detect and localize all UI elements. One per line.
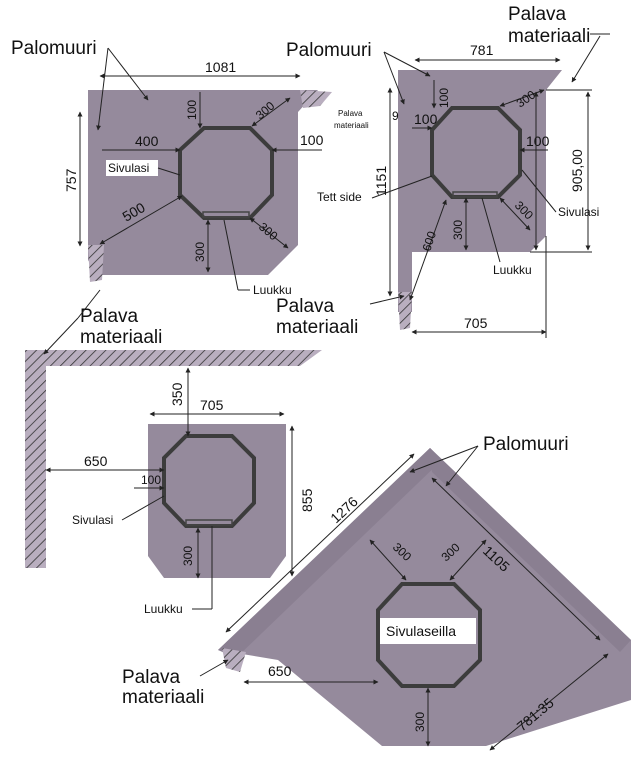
palava-leader-3-ext [77,289,101,319]
dim-1151: 1151 [373,166,389,196]
palava-leader-3 [43,317,79,355]
palava-leader-mid [369,294,405,305]
dim-100c-2: 100 [526,133,550,149]
dim-300-3: 300 [181,546,195,566]
dim-400: 400 [135,133,159,149]
dim-300b: 300 [193,242,207,262]
materiaali-label-top-right: materiaali [508,26,590,47]
dim-300c-4: 300 [413,712,427,732]
luukku-label-2: Luukku [493,263,532,277]
tett-side-leader [371,175,433,199]
dim-100-3: 100 [141,473,161,487]
palava-label-3: Palava [80,306,139,327]
dim-100b-2: 100 [414,111,438,127]
palava-materiaali-small-1a: Palava [338,109,363,118]
door-2 [452,191,498,198]
dim-650: 650 [84,453,108,469]
dim-781: 781 [470,42,494,58]
dim-line-1276 [225,453,415,633]
dim-1081: 1081 [205,59,236,75]
palomuuri-leader-2b [383,51,405,105]
luukku-label-3: Luukku [144,602,183,616]
sivulasi-leader-2 [521,169,557,213]
dim-905: 905,00 [569,149,585,192]
dim-757: 757 [63,168,79,192]
dim-line-300a-4 [369,539,407,581]
sivulasi-label-2: Sivulasi [558,205,599,219]
dim-600: 600 [420,229,440,253]
wall-strip-2 [398,70,412,312]
palava-label-4: Palava [122,667,181,688]
diagram-corner-1: 1081 757 400 100 300 100 500 300 300 Siv… [63,59,369,297]
dim-100b: 100 [300,132,324,148]
palava-leader-top-right [571,35,601,83]
hatched-wall-3-top [25,350,322,370]
diagram-wall-3: 350 705 650 100 855 300 Sivulasi Luukku [25,350,322,616]
sivulasi-label-3: Sivulasi [72,513,113,527]
sivulasi-leader-1 [157,167,181,176]
diagram-corner-2: 781 1151 9 100 100 300 100 905,00 300 30… [317,42,599,338]
palava-label-mid: Palava [276,296,335,317]
palomuuri-leader-4b [445,445,479,487]
palomuuri-label-2: Palomuuri [286,40,372,61]
dim-line-300c [249,217,289,249]
dim-100a: 100 [185,100,199,120]
sivulasi-label-1: Sivulasi [108,161,149,175]
sivulasi-label-bg-1 [106,160,158,176]
palomuuri-leader-1b [96,47,109,131]
luukku-leader-2 [481,197,501,263]
dim-855: 855 [299,488,315,512]
palomuuri-label-1: Palomuuri [11,38,97,59]
dim-650-4: 650 [268,663,292,679]
dim-line-600 [409,199,447,301]
dim-line-1105 [431,477,601,641]
materiaali-label-mid: materiaali [276,317,358,338]
sivulaseilla-label: Sivulaseilla [386,623,456,639]
materiaali-label-4: materiaali [122,687,204,708]
tett-side-label: Tett side [317,190,362,204]
hatched-wall-1 [88,245,104,282]
dim-line-500 [99,195,183,245]
dim-line-300a [251,97,291,127]
palava-materiaali-small-1b: materiaali [334,121,369,130]
palomuuri-leader-4a [409,445,479,473]
sivulasi-leader-3 [121,495,165,521]
dim-line-300c-2 [499,197,531,231]
materiaali-label-3: materiaali [80,327,162,348]
luukku-label-1: Luukku [253,283,292,297]
palava-leader-4 [199,659,229,677]
floor-plate-2 [398,70,562,252]
dim-705-2: 705 [464,315,488,331]
dim-705-3: 705 [200,397,224,413]
floor-plate-3 [148,424,286,578]
diagram-corner-4: Sivulaseilla 1276 300 300 1105 650 300 7… [218,448,631,751]
palomuuri-leader-1a [107,47,149,101]
hatched-wall-2 [398,292,412,330]
dim-350: 350 [169,382,185,406]
hatched-wall-1b [300,90,332,108]
luukku-leader-1b [223,219,239,291]
dim-9: 9 [392,109,399,123]
stove-octagon-2 [430,106,522,199]
dim-100a-2: 100 [437,88,451,108]
palomuuri-label-4: Palomuuri [483,434,569,455]
hatched-wall-4 [222,648,246,672]
palava-label-top-right: Palava [508,4,567,25]
dim-line-781-4 [489,653,609,751]
dim-300b-2: 300 [451,220,465,240]
door-1 [202,211,250,218]
hatched-wall-3-vertical [25,350,46,568]
palomuuri-leader-2a [383,51,431,77]
